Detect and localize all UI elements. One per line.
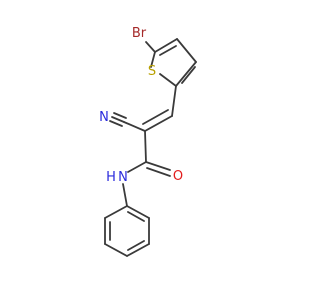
atom-n-amide: N xyxy=(118,170,128,185)
bond-ph-1 xyxy=(104,205,128,219)
bond-c5-br xyxy=(145,41,156,53)
atom-h-amide: H xyxy=(106,170,116,185)
bond-carbonyl-n xyxy=(127,161,147,173)
atom-n-nitrile: N xyxy=(99,110,109,125)
bond-c4-c5-inner xyxy=(159,45,177,56)
bond-c3-c4 xyxy=(176,38,197,63)
bond-s-c2 xyxy=(159,73,177,87)
bond-ch-c xyxy=(144,115,173,132)
atom-s: S xyxy=(148,64,156,79)
molecule-diagram: Br S N N H O xyxy=(99,26,197,257)
bond-cn-triple-1 xyxy=(111,116,125,123)
bond-c2-c3 xyxy=(175,61,197,87)
bond-ph-4 xyxy=(126,243,150,257)
bonds xyxy=(104,38,197,257)
bond-ph-6 xyxy=(126,205,150,219)
bond-n-phenyl xyxy=(122,183,128,207)
bond-c5-s xyxy=(150,51,156,68)
bond-ph-3 xyxy=(104,243,128,257)
bond-c-carbonyl xyxy=(144,130,147,163)
bond-c-cn xyxy=(123,121,146,132)
atom-o: O xyxy=(173,169,183,184)
bond-ph-inner-2 xyxy=(127,240,145,251)
bond-c2-ch xyxy=(171,85,177,117)
bond-cn-triple-3 xyxy=(109,120,123,127)
bond-cn-triple-2 xyxy=(113,112,127,119)
bond-co xyxy=(145,161,171,171)
bond-c2-c3-inner xyxy=(181,66,196,84)
bond-co-inner xyxy=(146,167,171,177)
bond-ph-inner-3 xyxy=(127,211,145,222)
atom-br: Br xyxy=(132,26,147,41)
structure-canvas: Br S N N H O xyxy=(99,26,197,257)
bond-c4-c5 xyxy=(154,38,178,53)
bond-ch-c-inner xyxy=(142,109,169,125)
